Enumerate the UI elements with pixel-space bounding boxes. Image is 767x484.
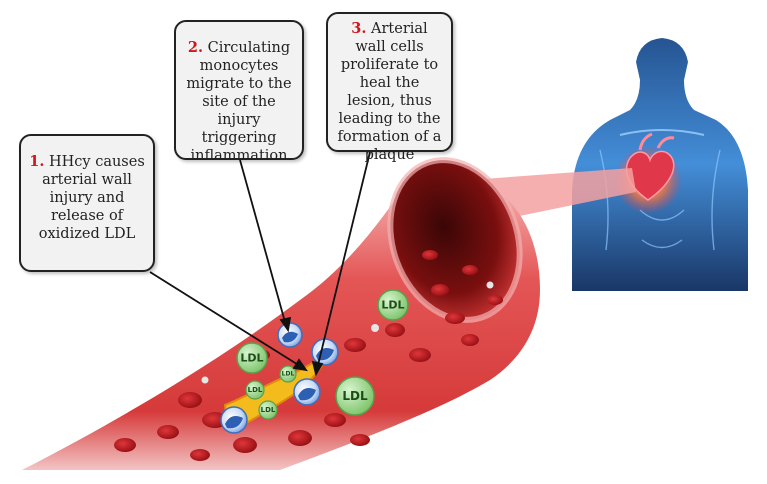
ldl-particle-icon: LDL xyxy=(236,342,268,374)
monocyte-icon xyxy=(311,338,339,366)
red-blood-cell-icon xyxy=(385,323,405,337)
callout-step-3: 3. Arterial wall cells proliferate to he… xyxy=(326,12,453,163)
ldl-particle-icon: LDL xyxy=(279,365,297,383)
callout-text: Circulating monocytes migrate to the sit… xyxy=(186,40,292,164)
monocyte-icon xyxy=(277,322,303,348)
ldl-particle-icon: LDL xyxy=(245,380,265,400)
arrow-1 xyxy=(149,271,301,367)
ldl-particle-icon: LDL xyxy=(335,376,375,416)
ldl-label: LDL xyxy=(248,386,263,394)
ldl-particle-icon: LDL xyxy=(377,289,409,321)
ldl-label: LDL xyxy=(282,371,295,378)
monocyte-icon xyxy=(220,406,248,434)
callout-arrows xyxy=(149,151,371,377)
red-blood-cell-icon xyxy=(233,437,257,453)
red-blood-cell-icon xyxy=(431,284,449,296)
callout-text: HHcy causes arterial wall injury and rel… xyxy=(38,154,145,242)
red-blood-cell-icon xyxy=(288,430,312,446)
red-blood-cell-icon xyxy=(487,295,503,305)
callout-number: 3. xyxy=(351,20,367,37)
ldl-particles: LDL LDL LDL LDL LDL LDL xyxy=(236,289,409,420)
vessel-lumen xyxy=(390,160,520,320)
blood-vessel xyxy=(22,157,540,470)
callout-number: 1. xyxy=(29,153,45,170)
callout-number: 2. xyxy=(187,39,204,56)
arrow-2 xyxy=(239,159,286,323)
red-blood-cell-icon xyxy=(445,312,465,324)
red-blood-cell-icon xyxy=(422,250,438,260)
arrow-3 xyxy=(317,151,371,366)
callout-text: Arterial wall cells proliferate to heal … xyxy=(337,21,442,163)
red-blood-cell-icon xyxy=(324,413,346,427)
ldl-label: LDL xyxy=(381,299,404,312)
ldl-label: LDL xyxy=(342,389,368,403)
ldl-particle-icon: LDL xyxy=(258,400,278,420)
monocyte-icon xyxy=(293,378,321,406)
red-blood-cell-icon xyxy=(409,348,431,362)
red-blood-cell-icon xyxy=(344,338,366,352)
red-blood-cell-icon xyxy=(190,449,210,461)
red-blood-cells xyxy=(114,250,503,461)
red-blood-cell-icon xyxy=(462,265,478,275)
red-blood-cell-icon xyxy=(114,438,136,452)
red-blood-cell-icon xyxy=(461,334,479,346)
red-blood-cell-icon xyxy=(157,425,179,439)
callout-step-1: 1. HHcy causes arterial wall injury and … xyxy=(19,134,155,272)
ldl-label: LDL xyxy=(240,352,263,365)
monocytes xyxy=(220,322,339,434)
ldl-label: LDL xyxy=(261,406,276,414)
callout-step-2: 2. Circulating monocytes migrate to the … xyxy=(174,20,304,164)
red-blood-cell-icon xyxy=(178,392,202,408)
red-blood-cell-icon xyxy=(350,434,370,446)
